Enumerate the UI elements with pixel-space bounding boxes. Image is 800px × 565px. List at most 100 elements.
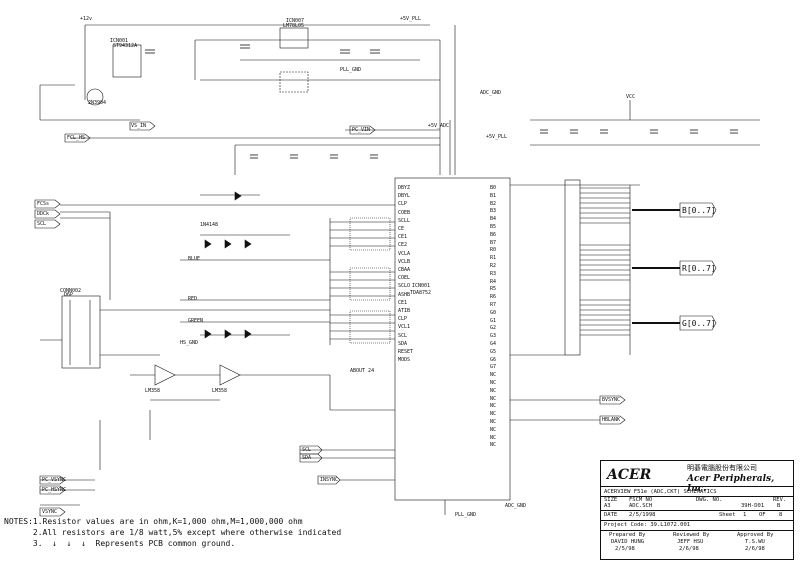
main-ic-ref: ICN001 xyxy=(412,283,431,289)
net-ddc: DDCk xyxy=(37,211,50,217)
ic-pin-right: NC xyxy=(490,426,497,433)
net-adc-gnd-2: ADC_GND xyxy=(505,503,527,509)
reviewed-date: 2/6/98 xyxy=(679,546,699,552)
ic-pin-right: NC xyxy=(490,387,497,394)
fscm-label: FSCM NO xyxy=(629,497,653,503)
ic-pin-right: NC xyxy=(490,434,497,441)
reviewed-label: Reviewed By xyxy=(673,532,710,538)
ic-pin-left: CBAA xyxy=(398,267,411,273)
conn-ref: CONN002 xyxy=(60,288,82,294)
ic-pin-right: NC xyxy=(490,419,497,425)
note-line-3: 3. ↓ ↓ ↓ Represents PCB common ground. xyxy=(4,539,236,548)
dwg-val: 39H-D01 xyxy=(741,503,765,509)
diode-ref: 1N4148 xyxy=(200,222,219,228)
reviewed-name: JEFF HSU xyxy=(677,539,704,545)
net-bvsync: BVSYNC xyxy=(602,397,621,403)
ic-pin-left: SDA xyxy=(398,340,408,347)
reg-ref: ICN007 xyxy=(286,18,305,24)
ic-pin-right: B7 xyxy=(490,239,497,246)
ic-pin-right: R4 xyxy=(490,278,497,285)
ic-pin-left: RESET xyxy=(398,349,414,355)
net-blue: BLUE xyxy=(188,256,201,262)
rev-val: B xyxy=(777,503,781,509)
transistor-q1 xyxy=(86,88,104,106)
xtal-label: ABOUT 24 xyxy=(350,368,375,374)
ic-pin-left: CE xyxy=(398,226,405,232)
ic-pin-right: B5 xyxy=(490,224,497,230)
ic-pin-left: CLP xyxy=(398,201,408,208)
u1-ref: ICN001 xyxy=(110,38,129,44)
of-label: OF xyxy=(759,512,766,518)
prepared-label: Prepared By xyxy=(609,532,646,538)
net-adc-gnd: ADC_GND xyxy=(480,90,502,96)
bus-b-label: B[0..7] xyxy=(682,206,716,215)
u1-ic-body xyxy=(112,44,142,78)
regulator-body-2 xyxy=(279,71,309,93)
schematic-notes: NOTES:1.Resistor values are in ohm,K=1,0… xyxy=(4,516,341,549)
dwg-label: DWG. NO. xyxy=(696,497,723,503)
ic-pin-left: VCL1 xyxy=(398,324,411,331)
prepared-date: 2/5/98 xyxy=(615,546,635,552)
ic-pin-left: CLP xyxy=(398,316,408,323)
bus-g-label: G[0..7] xyxy=(682,319,716,328)
bus-connector xyxy=(564,179,581,356)
ic-pin-right: B3 xyxy=(490,208,497,215)
ic-pin-left: CE1 xyxy=(398,299,408,306)
ic-pin-right: R1 xyxy=(490,255,497,262)
net-red: RED xyxy=(188,296,198,302)
net-green: GREEN xyxy=(188,318,204,324)
size-label: SIZE xyxy=(604,497,618,503)
net-5v-adc: +5V_ADC xyxy=(428,123,450,129)
approved-label: Approved By xyxy=(737,532,774,538)
op1-name: LM358 xyxy=(145,388,161,394)
ic-pin-right: R7 xyxy=(490,302,497,308)
ic-pin-right: G1 xyxy=(490,317,497,324)
u1-name: ST94312A xyxy=(113,43,138,49)
company-cn: 明碁電腦股份有限公司 xyxy=(687,464,757,472)
ic-pin-right: G2 xyxy=(490,325,497,332)
file-name: ADC.SCH xyxy=(629,503,653,509)
project-code: Project Code: 39.L1072.001 xyxy=(604,522,691,528)
ic-pin-right: G5 xyxy=(490,348,497,355)
approved-name: T.S.WU xyxy=(745,539,765,545)
ic-pin-right: R5 xyxy=(490,286,497,293)
net-fcs: FCSs xyxy=(37,201,50,207)
ic-pin-left: COEL xyxy=(398,275,411,282)
ic-pin-right: R6 xyxy=(490,294,497,301)
net-fcl-hs: FCL_HS xyxy=(67,135,86,141)
ic-pin-right: B2 xyxy=(490,200,497,207)
net-pll-gnd-2: PLL_GND xyxy=(455,512,477,518)
sheet-label: Sheet xyxy=(719,512,736,518)
ic-pin-left: ASHB xyxy=(398,291,411,298)
net-sda: SDA xyxy=(302,455,312,461)
ic-pin-right: R0 xyxy=(490,247,497,254)
ic-pin-left: CE2 xyxy=(398,242,408,249)
ic-pin-right: G0 xyxy=(490,309,497,316)
ic-pin-left: DBYL xyxy=(398,193,411,200)
ic-pin-right: B0 xyxy=(490,185,497,191)
company-en: Acer Peripherals, Inc. xyxy=(687,474,775,494)
left-connector xyxy=(61,295,101,369)
net-vsync: VSYNC xyxy=(42,509,58,515)
bus-r-label: R[0..7] xyxy=(682,264,716,273)
note-line-2: 2.All resistors are 1/8 watt,5% except w… xyxy=(4,528,342,537)
net-vs-in: VS_IN xyxy=(131,123,147,129)
ic-pin-left: CE1 xyxy=(398,234,408,241)
ic-pin-right: NC xyxy=(490,395,497,402)
of-val: 8 xyxy=(779,512,783,518)
title-text: ACERVIEW F51e (ADC,CKT) SCHEMATICS xyxy=(604,489,717,495)
ic-pin-right: G3 xyxy=(490,333,497,340)
ic-pin-right: NC xyxy=(490,403,497,410)
rev-label: REV. xyxy=(773,497,787,503)
ic-pin-right: NC xyxy=(490,411,497,418)
net-hblank: HBLANK xyxy=(602,417,621,423)
date-label: DATE xyxy=(604,512,618,518)
approved-date: 2/6/98 xyxy=(745,546,765,552)
ic-pin-left: SCLL xyxy=(398,217,411,224)
sheet-val: 1 xyxy=(743,512,747,518)
net-5v-pll: +5V_PLL xyxy=(400,16,422,22)
ic-pin-left: ATIB xyxy=(398,308,411,314)
ic-pin-right: NC xyxy=(490,372,497,379)
regulator-body xyxy=(279,27,309,49)
